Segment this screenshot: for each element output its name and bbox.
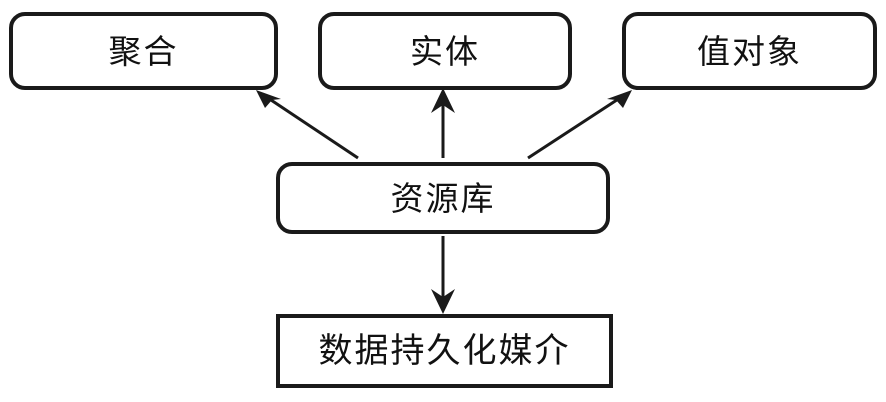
node-value-object[interactable]: 值对象 [622,12,877,90]
node-aggregate-label: 聚合 [108,31,179,71]
arrowhead-valueobject [607,90,632,108]
node-repository[interactable]: 资源库 [276,162,610,234]
node-entity-label: 实体 [410,31,480,71]
arrowhead-entity [431,88,455,113]
arrowhead-aggregate [256,90,281,108]
node-entity[interactable]: 实体 [318,12,572,90]
node-persistence-medium-label: 数据持久化媒介 [318,331,571,371]
arrowhead-persistence [431,289,455,314]
edge-repository-to-valueobject [527,92,627,160]
node-aggregate[interactable]: 聚合 [9,12,278,90]
edge-repository-to-aggregate [261,92,359,160]
node-persistence-medium[interactable]: 数据持久化媒介 [276,314,613,388]
node-repository-label: 资源库 [390,178,496,218]
node-value-object-label: 值对象 [697,31,802,71]
